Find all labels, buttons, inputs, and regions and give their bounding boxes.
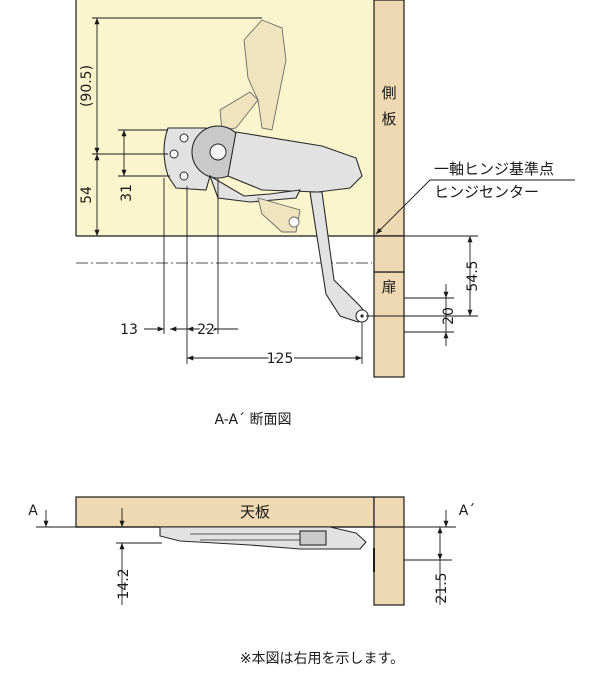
door-upper-band: [373, 235, 405, 273]
dim-14-2-label: 14.2: [116, 568, 132, 599]
dim-90-5-label: (90.5): [79, 65, 95, 107]
ghost-pivot: [288, 216, 300, 228]
hinge-front-body: [159, 526, 367, 550]
base-screw-3: [179, 171, 189, 181]
hinge-arm-open-ghost: [243, 19, 287, 131]
base-screw-1: [179, 133, 189, 143]
door-label: 扉: [381, 278, 396, 296]
side-panel-char-1: 側: [381, 84, 396, 102]
side-panel: [373, 0, 405, 237]
side-panel-char-2: 板: [381, 110, 396, 128]
hinge-center-label: ヒンジセンター: [434, 183, 539, 201]
top-panel-label: 天板: [240, 503, 270, 521]
note-text: ※本図は右用を示します。: [240, 651, 404, 667]
dim-13-label: 13: [120, 322, 138, 338]
dim-125-label: 125: [267, 351, 294, 367]
side-panel-lower: [373, 496, 405, 606]
hinge-main-arm: [227, 131, 363, 193]
hinge-lower-arm: [208, 174, 301, 203]
hinge-front-block: [299, 530, 327, 546]
hinge-ref-label: 一軸ヒンジ基準点: [434, 160, 554, 178]
dim-54-label: 54: [79, 186, 95, 204]
section-mark-a-prime: A´: [459, 503, 476, 519]
door-panel: [373, 271, 405, 378]
callout-leader: [375, 179, 431, 235]
base-screw-2: [169, 149, 179, 159]
section-mark-a: A: [28, 503, 38, 519]
section-caption: A-A´ 断面図: [214, 412, 291, 428]
dim-22-label: 22: [197, 322, 215, 338]
dim-21-5-label: 21.5: [434, 572, 450, 603]
top-panel: [75, 496, 375, 528]
door-pivot-dot: [360, 314, 364, 318]
dim-31-label: 31: [119, 184, 135, 202]
dim-54-5-label: 54.5: [465, 260, 481, 291]
dim-20-label: 20: [441, 307, 457, 325]
hinge-rotor-hub: [209, 143, 227, 161]
